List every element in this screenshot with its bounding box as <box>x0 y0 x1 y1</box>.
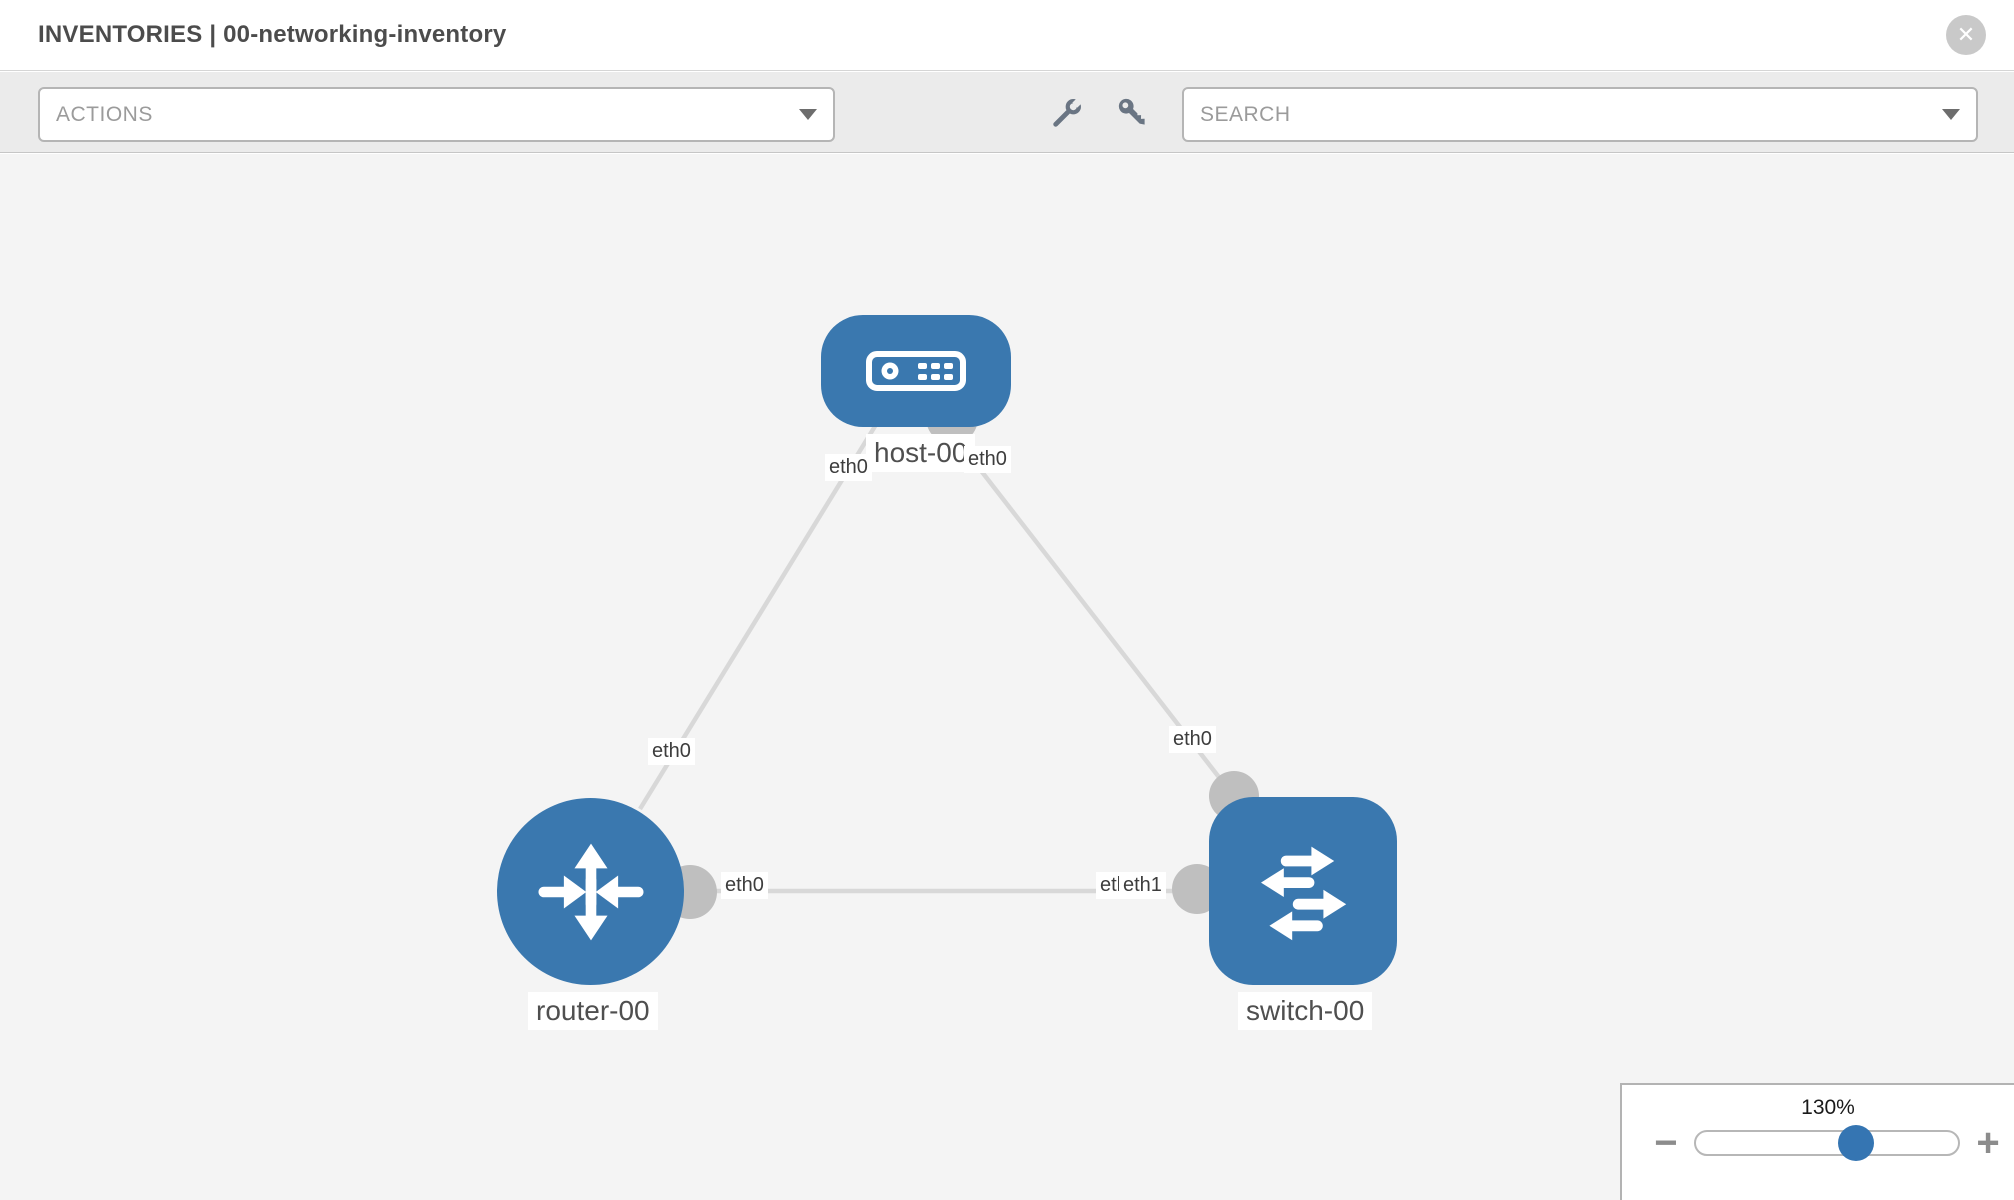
zoom-slider-thumb[interactable] <box>1837 1125 1874 1161</box>
node-label-host-00: host-00 <box>866 434 976 473</box>
actions-dropdown[interactable]: ACTIONS <box>38 87 835 142</box>
iface-label-host-eth0: eth0 <box>825 454 872 481</box>
actions-dropdown-label: ACTIONS <box>56 102 153 126</box>
zoom-panel: 130% − + <box>1620 1083 2014 1200</box>
toolbar: ACTIONS SEARCH <box>0 72 2014 153</box>
zoom-in-button[interactable]: + <box>1976 1120 2000 1165</box>
node-host-00[interactable] <box>821 315 1011 427</box>
zoom-out-button[interactable]: − <box>1654 1120 1678 1165</box>
chevron-down-icon <box>1942 109 1960 120</box>
chevron-down-icon <box>799 109 817 120</box>
iface-label-switch-eth0: eth0 <box>1169 726 1216 753</box>
close-icon: ✕ <box>1956 22 1976 47</box>
iface-label-host-eth0: eth0 <box>964 446 1011 473</box>
switch-icon <box>1261 846 1347 941</box>
close-button[interactable]: ✕ <box>1946 15 1986 55</box>
node-label-router-00: router-00 <box>528 992 658 1031</box>
iface-label-router-eth0: eth0 <box>648 738 695 765</box>
node-router-00[interactable] <box>497 798 684 985</box>
host-icon <box>866 351 966 391</box>
iface-label-router-eth0: eth0 <box>721 872 768 899</box>
node-label-switch-00: switch-00 <box>1238 992 1373 1031</box>
zoom-slider[interactable] <box>1694 1125 1960 1161</box>
iface-label-switch-eth1: eth1 <box>1119 872 1166 899</box>
search-dropdown[interactable]: SEARCH <box>1182 87 1978 142</box>
node-switch-00[interactable] <box>1209 797 1397 985</box>
topology-links-layer <box>638 392 1259 919</box>
key-icon[interactable] <box>1114 94 1154 134</box>
wrench-icon[interactable] <box>1046 94 1086 134</box>
router-icon <box>537 843 644 940</box>
zoom-value: 130% <box>1801 1096 1855 1119</box>
page-title: INVENTORIES | 00-networking-inventory <box>38 21 507 48</box>
search-input[interactable]: SEARCH <box>1200 102 1291 126</box>
header: INVENTORIES | 00-networking-inventory ✕ <box>0 0 2014 71</box>
topology-canvas[interactable]: host-00 router-00 switch-00 eth0 eth0 et… <box>0 154 2014 1200</box>
